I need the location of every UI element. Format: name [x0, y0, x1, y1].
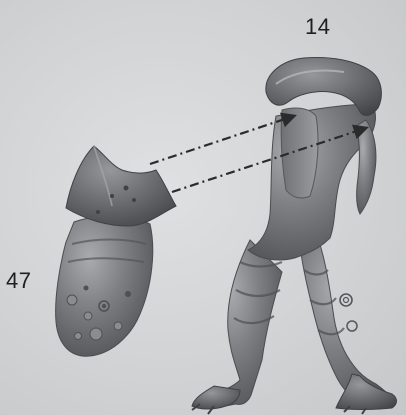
- part-14-body: [192, 58, 397, 414]
- part-47-sack: [56, 146, 176, 356]
- part-number-14: 14: [305, 14, 330, 40]
- part-number-47: 47: [6, 268, 31, 294]
